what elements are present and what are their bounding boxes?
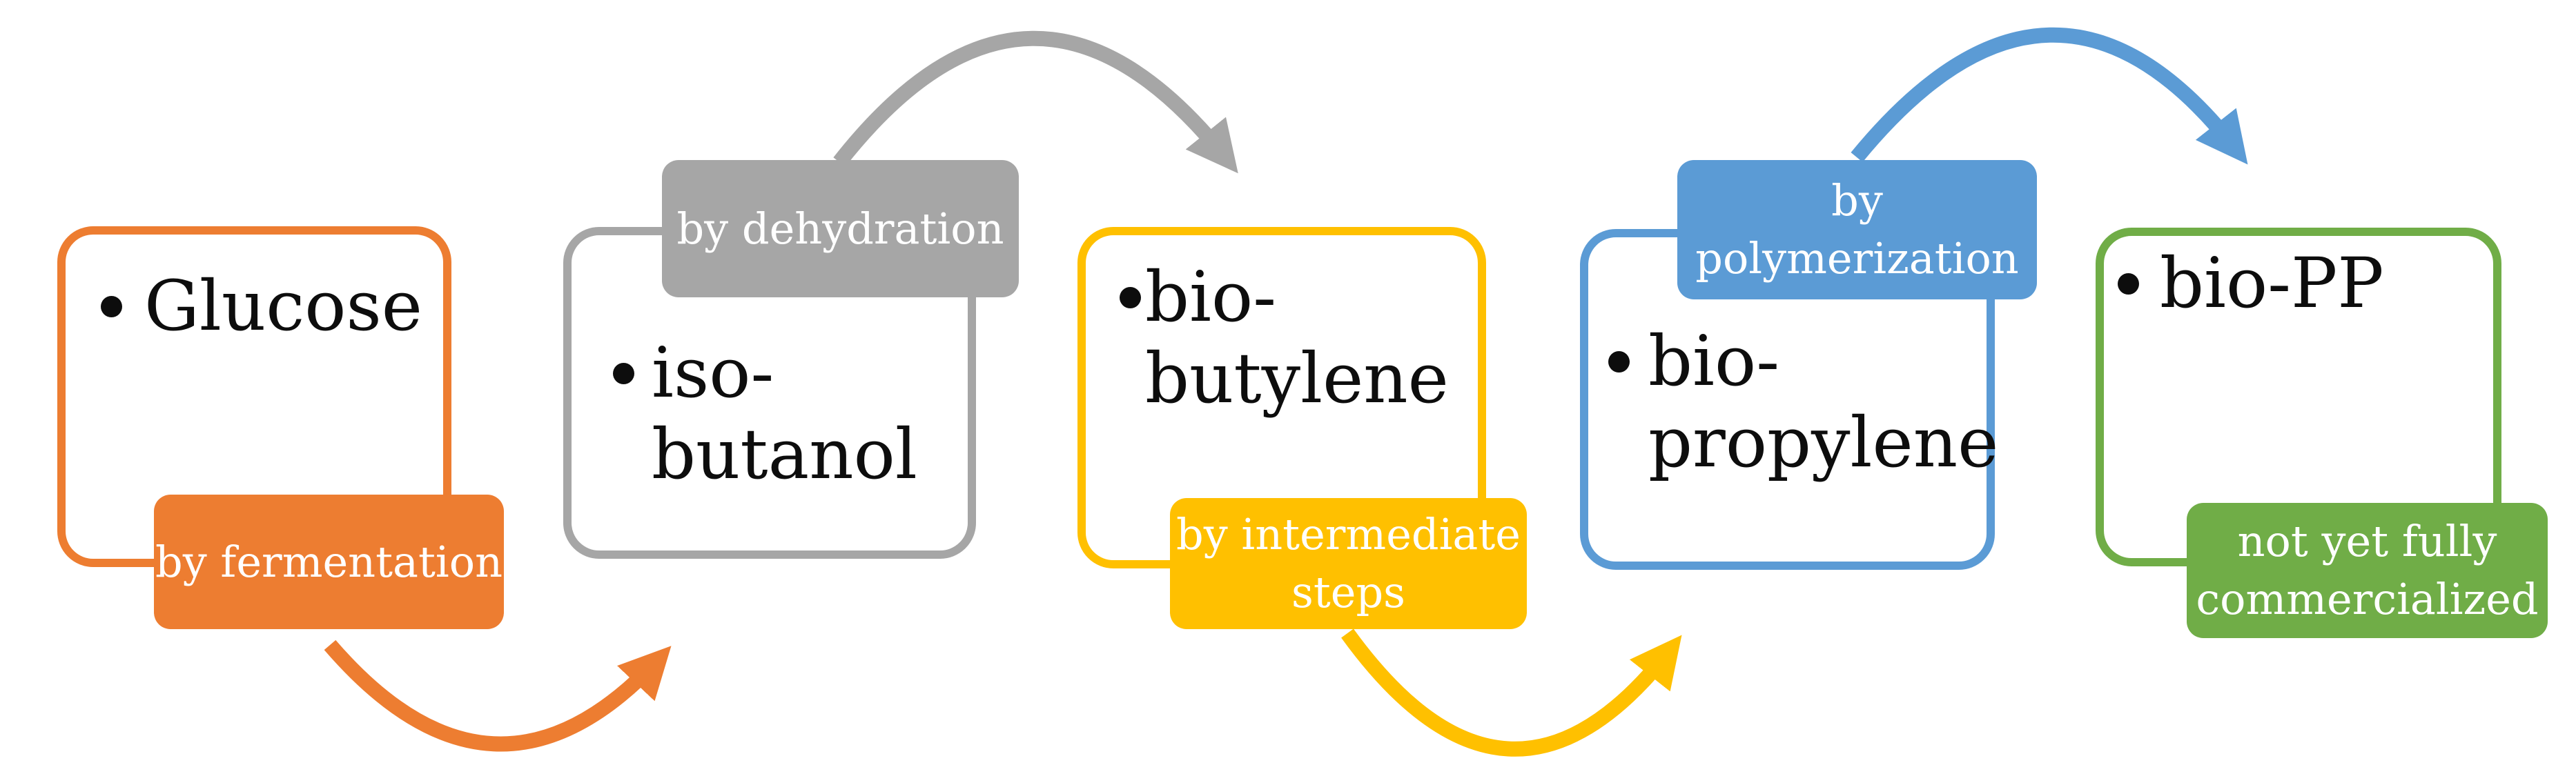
arrow-biobutylene-to-biopropylene — [1341, 628, 1682, 757]
arrow-glucose-to-isobutanol — [324, 639, 672, 752]
arrow-biopropylene-to-biopp — [1851, 27, 2248, 165]
arrow-isobutanol-to-biobutylene — [833, 30, 1238, 174]
